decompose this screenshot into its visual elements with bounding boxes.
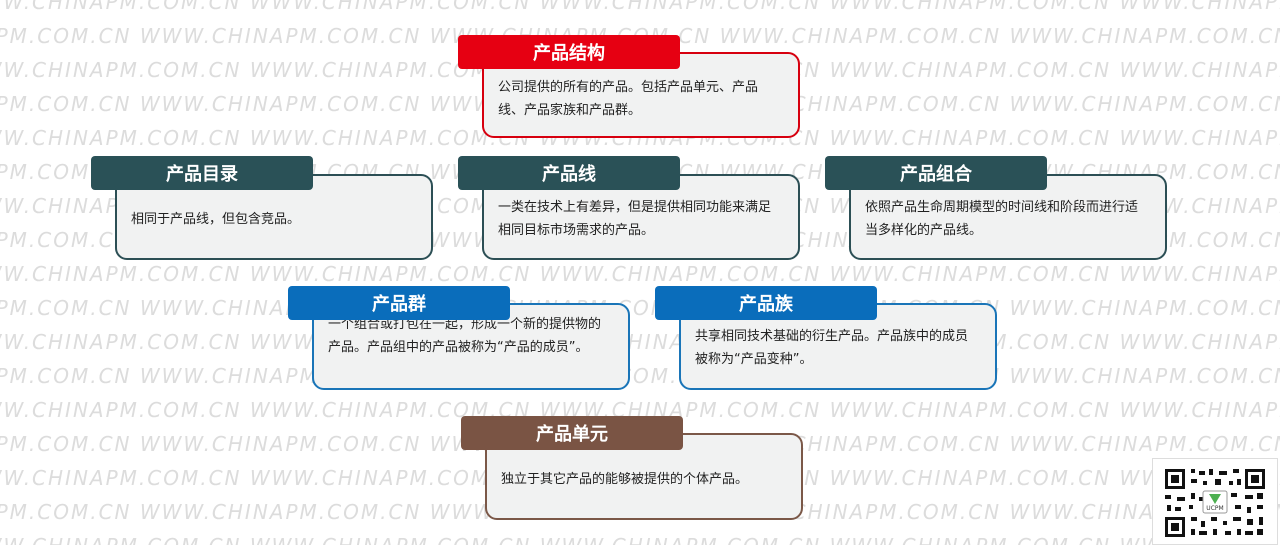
card-description: 共享相同技术基础的衍生产品。产品族中的成员被称为“产品变种”。 [695,329,969,367]
card-description: 依照产品生命周期模型的时间线和阶段而进行适当多样化的产品线。 [865,200,1139,238]
card-product-family: 共享相同技术基础的衍生产品。产品族中的成员被称为“产品变种”。 产品族 [655,286,997,390]
watermark-row: WWW.CHINAPM.COM.CN WWW.CHINAPM.COM.CN WW… [0,0,1280,14]
watermark-row: WWW.CHINAPM.COM.CN WWW.CHINAPM.COM.CN WW… [0,296,1280,320]
card-title: 产品线 [458,156,680,190]
card-title: 产品族 [655,286,877,320]
watermark-row: WWW.CHINAPM.COM.CN WWW.CHINAPM.COM.CN WW… [0,330,1280,354]
watermark-row: WWW.CHINAPM.COM.CN WWW.CHINAPM.COM.CN WW… [0,364,1280,388]
qr-code: UCPM [1152,458,1278,545]
card-product-line: 一类在技术上有差异，但是提供相同功能来满足相同目标市场需求的产品。 产品线 [458,156,800,260]
watermark-row: WWW.CHINAPM.COM.CN WWW.CHINAPM.COM.CN WW… [0,262,1280,286]
card-description: 相同于产品线，但包含竞品。 [131,212,301,227]
watermark-row: WWW.CHINAPM.COM.CN WWW.CHINAPM.COM.CN WW… [0,534,1280,545]
qr-code-icon: UCPM [1165,469,1265,537]
card-product-structure: 公司提供的所有的产品。包括产品单元、产品线、产品家族和产品群。 产品结构 [458,35,800,139]
card-description: 一类在技术上有差异，但是提供相同功能来满足相同目标市场需求的产品。 [498,200,772,238]
card-title: 产品结构 [458,35,680,69]
card-title: 产品群 [288,286,510,320]
card-product-portfolio: 依照产品生命周期模型的时间线和阶段而进行适当多样化的产品线。 产品组合 [825,156,1167,260]
qr-brand-label: UCPM [1206,505,1223,512]
card-product-catalog: 相同于产品线，但包含竞品。 产品目录 [91,156,433,260]
card-product-unit: 独立于其它产品的能够被提供的个体产品。 产品单元 [461,416,803,520]
card-description: 独立于其它产品的能够被提供的个体产品。 [501,472,749,487]
card-description: 公司提供的所有的产品。包括产品单元、产品线、产品家族和产品群。 [498,80,759,118]
card-title: 产品组合 [825,156,1047,190]
card-description: 一个组合或打包在一起，形成一个新的提供物的产品。产品组中的产品被称为“产品的成员… [328,317,602,355]
card-product-group: 一个组合或打包在一起，形成一个新的提供物的产品。产品组中的产品被称为“产品的成员… [288,286,630,390]
card-title: 产品单元 [461,416,683,450]
card-title: 产品目录 [91,156,313,190]
